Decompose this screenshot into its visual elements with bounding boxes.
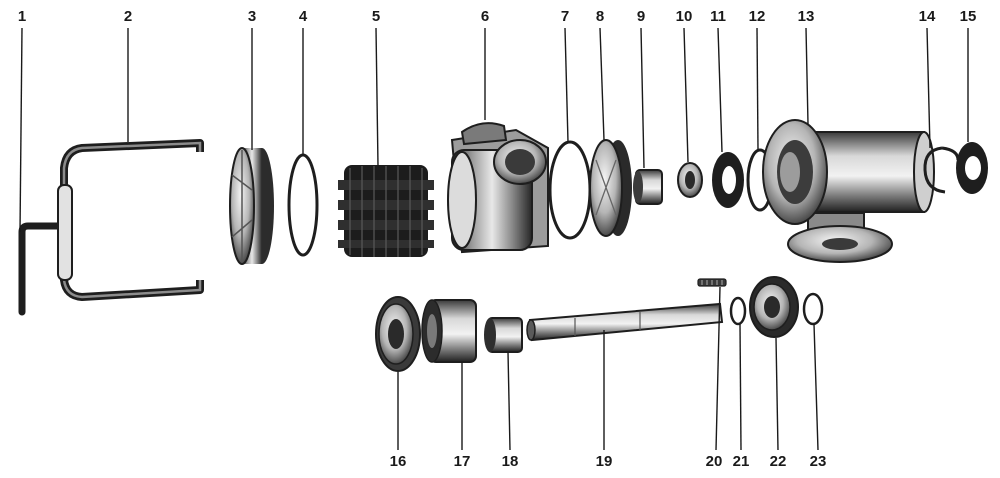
small-bearing-part <box>677 162 703 198</box>
impeller-part <box>338 165 434 257</box>
part-number-12: 12 <box>749 8 766 25</box>
bearing-housing-part <box>762 119 935 263</box>
leader-7 <box>564 27 569 143</box>
part-number-13: 13 <box>798 8 815 25</box>
part-number-21: 21 <box>733 453 750 470</box>
leader-20 <box>715 286 721 451</box>
part-number-3: 3 <box>248 8 256 25</box>
leader-1 <box>19 27 23 233</box>
ball-bearing-part <box>375 296 421 372</box>
part-number-8: 8 <box>596 8 604 25</box>
part-number-labels: 1 2 3 4 5 6 7 8 9 10 11 12 13 14 15 16 1… <box>18 8 977 470</box>
part-number-5: 5 <box>372 8 380 25</box>
seal-ring-part <box>956 142 988 194</box>
part-number-6: 6 <box>481 8 489 25</box>
leader-9 <box>640 27 645 169</box>
shaft-bushing-part <box>484 317 523 353</box>
part-number-16: 16 <box>390 453 407 470</box>
leader-23 <box>813 323 819 451</box>
bushing-part <box>633 169 663 205</box>
part-number-15: 15 <box>960 8 977 25</box>
part-number-19: 19 <box>596 453 613 470</box>
part-number-23: 23 <box>810 453 827 470</box>
part-number-4: 4 <box>299 8 308 25</box>
o-ring-part <box>287 153 319 257</box>
part-number-2: 2 <box>124 8 132 25</box>
leader-22 <box>775 337 779 451</box>
part-number-10: 10 <box>676 8 693 25</box>
leader-10 <box>683 27 689 163</box>
outer-bearing-part <box>749 276 799 338</box>
leader-21 <box>739 323 742 451</box>
leader-lines <box>19 27 969 451</box>
part-number-14: 14 <box>919 8 936 25</box>
bracket-part <box>57 139 204 301</box>
leader-12 <box>756 27 759 151</box>
part-number-20: 20 <box>706 453 723 470</box>
part-number-1: 1 <box>18 8 26 25</box>
leader-14 <box>926 27 931 149</box>
washer-part <box>712 152 744 208</box>
pump-housing-part <box>447 122 549 254</box>
circlip-part <box>802 292 824 326</box>
leader-8 <box>599 27 605 141</box>
cam-plate-part <box>589 139 632 237</box>
part-number-18: 18 <box>502 453 519 470</box>
leader-18 <box>507 351 511 451</box>
sleeve-part <box>421 299 477 363</box>
part-number-22: 22 <box>770 453 787 470</box>
part-number-7: 7 <box>561 8 569 25</box>
leader-11 <box>717 27 723 153</box>
small-ring-part <box>729 296 747 326</box>
end-cap-part <box>229 147 274 265</box>
leader-13 <box>805 27 809 125</box>
key-pin-part <box>697 278 727 287</box>
part-number-11: 11 <box>710 8 726 25</box>
leader-5 <box>375 27 379 167</box>
shaft-part <box>526 302 724 342</box>
part-number-17: 17 <box>454 453 471 470</box>
large-o-ring-part <box>548 140 592 240</box>
part-number-9: 9 <box>637 8 645 25</box>
pin-part <box>18 222 62 316</box>
